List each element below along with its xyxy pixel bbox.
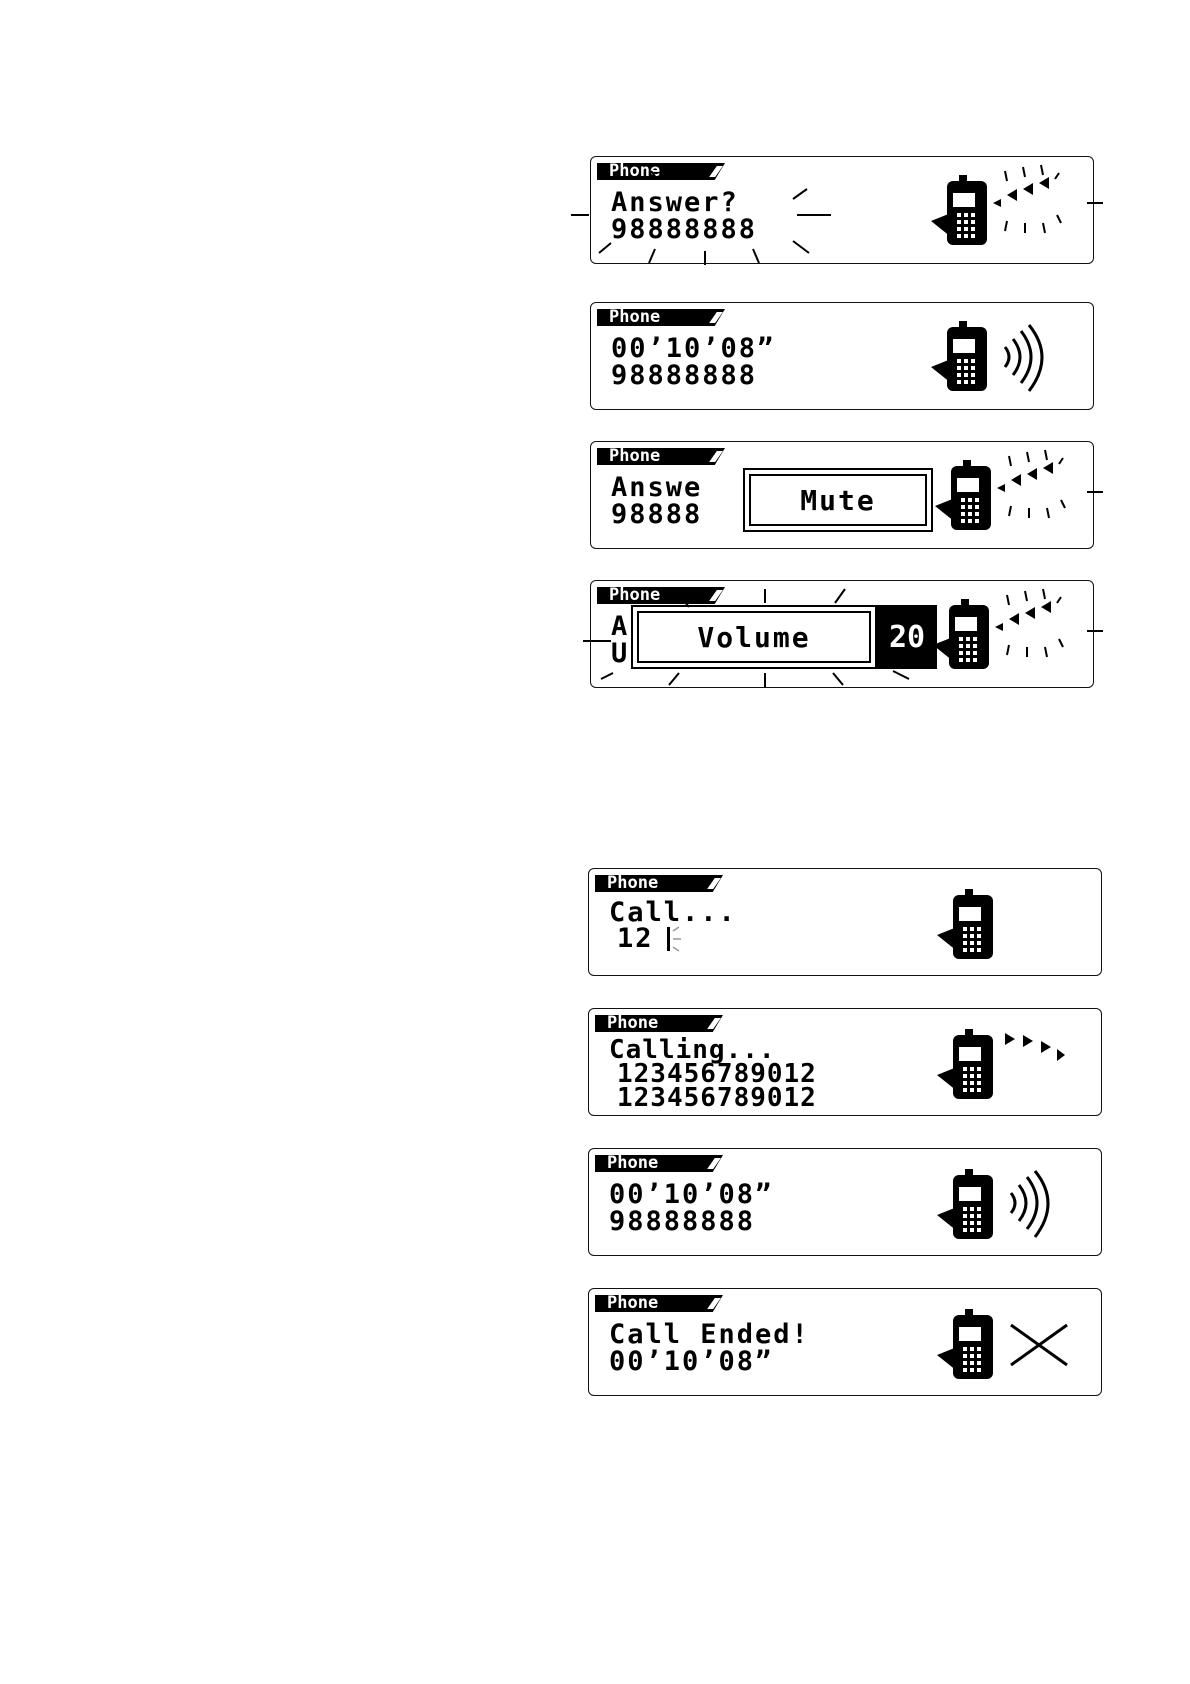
caller-number: 98888888 [609, 1206, 756, 1237]
phone-icon [937, 889, 993, 959]
phone-icon [937, 1309, 993, 1379]
caller-number: 98888888 [611, 214, 758, 245]
answer-call-screen: Phone Answer? 98888888 [571, 156, 1103, 265]
caller-number-partial: 98888 [611, 499, 703, 530]
call-duration: 00’10’08” [611, 333, 776, 364]
phone-icon [935, 460, 991, 530]
dial-prompt: Call... [609, 897, 737, 928]
phone-mode-tag: Phone [595, 1155, 723, 1172]
call-duration: 00’10’08” [609, 1346, 774, 1377]
signal-waves-icon [1009, 1169, 1050, 1239]
phone-mode-tag: Phone [595, 1015, 723, 1032]
call-connected-screen: Phone 00’10’08” 98888888 [588, 1148, 1102, 1256]
volume-screen: Phone A U Volume 20 [583, 580, 1103, 688]
phone-mode-tag: Phone [595, 875, 723, 892]
call-ended-message: Call Ended! [609, 1319, 810, 1350]
phone-mode-tag: Phone [597, 448, 725, 465]
phone-mode-tag: Phone [597, 309, 725, 326]
answer-prompt-partial: Answe [611, 472, 703, 503]
phone-icon [937, 1169, 993, 1239]
call-connected-screen: Phone 00’10’08” 98888888 [590, 302, 1094, 410]
phone-icon [931, 175, 987, 245]
outgoing-arrows-icon [1005, 1033, 1065, 1061]
answer-prompt-partial: A [611, 611, 630, 642]
phone-mode-tag: Phone [595, 1295, 723, 1312]
dial-screen: Phone Call... 12 [588, 868, 1102, 976]
phone-mode-tag: Phone [597, 587, 725, 604]
flashing-lines-icon [583, 588, 910, 687]
caller-number: 98888888 [611, 360, 758, 391]
volume-popup: Volume [631, 605, 877, 669]
phone-icon [931, 321, 987, 391]
cursor-icon [667, 926, 681, 952]
mute-popup: Mute [743, 468, 933, 532]
phone-mode-tag: Phone [597, 163, 725, 180]
dialed-digits: 12 [617, 923, 654, 954]
answer-prompt: Answer? [611, 187, 739, 218]
ringing-icon [996, 449, 1066, 519]
volume-value: 20 [877, 605, 937, 669]
flashing-lines-icon [571, 170, 831, 265]
signal-waves-icon [1003, 323, 1044, 393]
mute-screen: Phone Answe 98888 Mute [590, 441, 1103, 549]
phone-icon [937, 1029, 993, 1099]
call-duration: 00’10’08” [609, 1179, 774, 1210]
dialed-number-line-1: 123456789012 [617, 1059, 817, 1089]
call-ended-x-icon [1010, 1323, 1068, 1367]
call-ended-screen: Phone Call Ended! 00’10’08” [588, 1288, 1102, 1396]
calling-screen: Phone Calling... 123456789012 1234567890… [588, 1008, 1102, 1116]
caller-number-partial: U [611, 638, 630, 669]
edge-line [1087, 491, 1103, 493]
ringing-icon [994, 588, 1064, 658]
edge-line [1087, 202, 1103, 204]
calling-status: Calling... [609, 1035, 776, 1065]
dialed-number-line-2: 123456789012 [617, 1083, 817, 1113]
ringing-icon [992, 164, 1062, 234]
edge-line [1087, 630, 1103, 632]
